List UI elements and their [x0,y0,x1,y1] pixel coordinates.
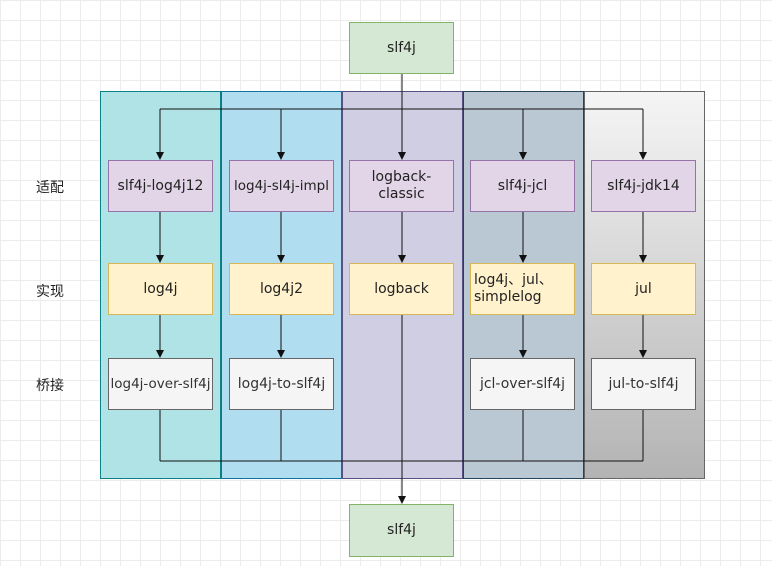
adapter-node-slf4j-jdk14: slf4j-jdk14 [591,160,696,212]
impl-node-line1: log4j、jul、 [474,272,553,288]
bridge-node-jul-to-slf4j: jul-to-slf4j [591,358,696,410]
impl-node-log4j2: log4j2 [229,263,334,315]
row-label-implementation: 实现 [36,284,64,300]
bridge-node-log4j-over-slf4j: log4j-over-slf4j [108,358,213,410]
impl-node-line2: simplelog [474,289,542,305]
adapter-node-slf4j-log4j12: slf4j-log4j12 [108,160,213,212]
row-label-adapter: 适配 [36,180,64,196]
top-slf4j-node: slf4j [349,22,454,74]
impl-node-log4j: log4j [108,263,213,315]
bridge-node-jcl-over-slf4j: jcl-over-slf4j [470,358,575,410]
bridge-node-log4j-to-slf4j: log4j-to-slf4j [229,358,334,410]
adapter-node-slf4j-jcl: slf4j-jcl [470,160,575,212]
bottom-slf4j-node: slf4j [349,504,454,557]
impl-node-jul: jul [591,263,696,315]
adapter-node-log4j-sl4j-impl: log4j-sl4j-impl [229,160,334,212]
adapter-node-logback-classic-line2: classic [378,186,425,202]
impl-node-logback: logback [349,263,454,315]
adapter-node-logback-classic: logback- classic [349,160,454,212]
adapter-node-logback-classic-line1: logback- [371,169,432,185]
row-label-bridge: 桥接 [36,378,64,394]
impl-node-log4j-jul-simplelog: log4j、jul、 simplelog [470,263,575,315]
